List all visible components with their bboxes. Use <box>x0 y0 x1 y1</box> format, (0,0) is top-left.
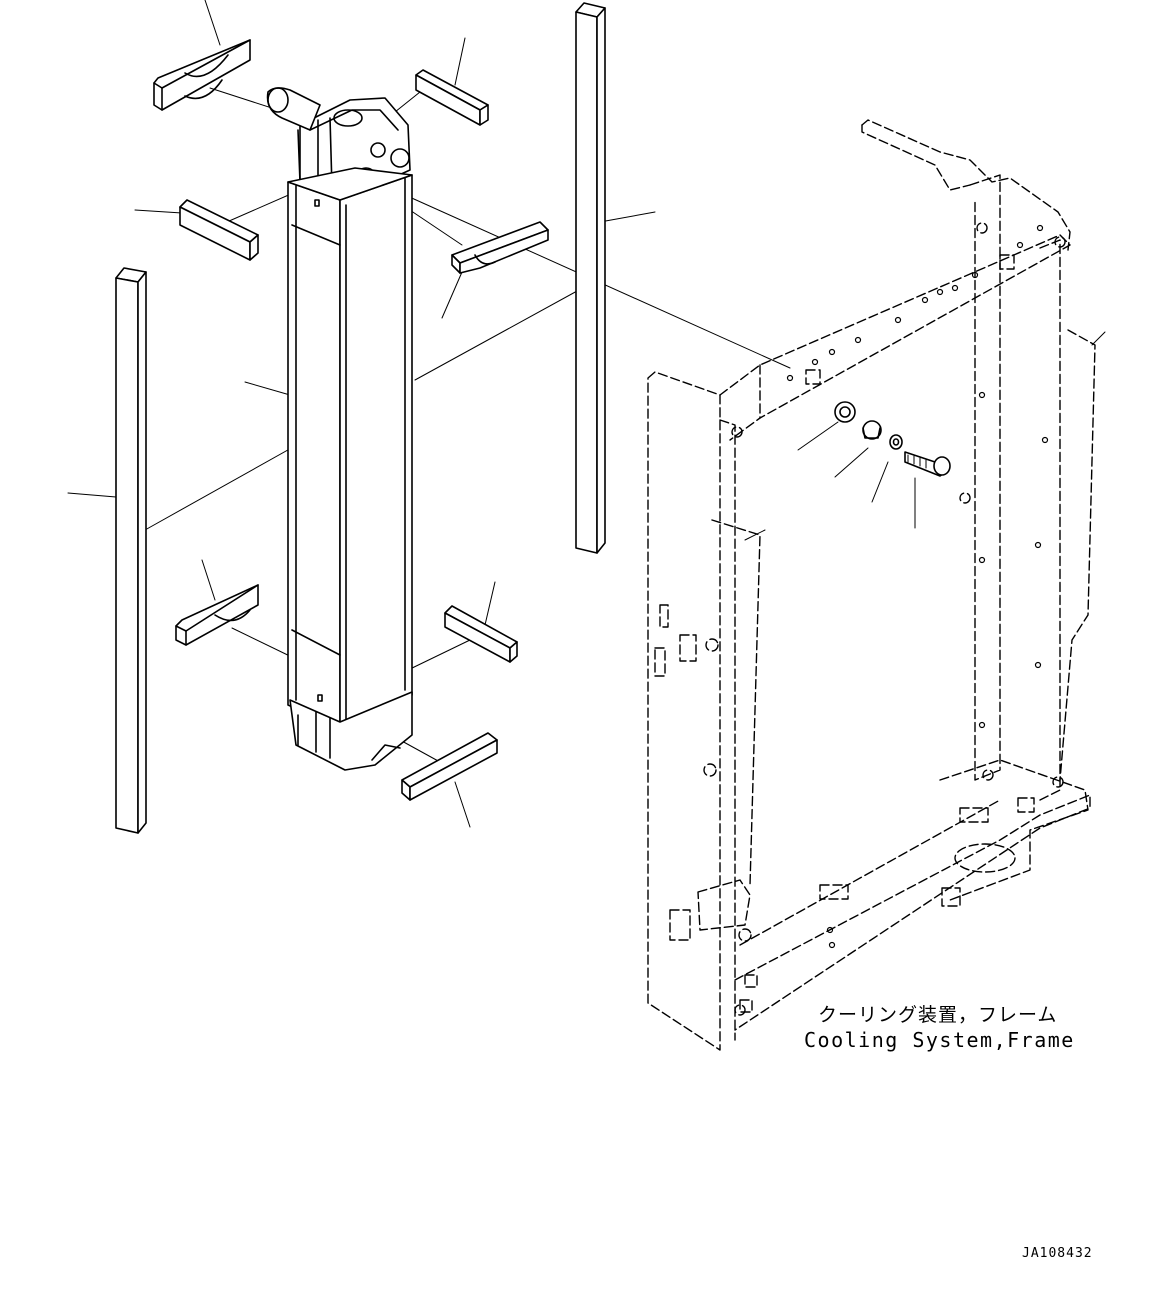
rubber-strip-left <box>116 268 146 833</box>
rubber-strip-right <box>576 3 605 553</box>
reference-label-japanese: クーリング装置，フレーム <box>818 1004 1058 1026</box>
leader-lines <box>68 0 1105 827</box>
mounting-hardware <box>835 402 950 476</box>
saddle-block-bottom-left <box>176 585 258 645</box>
drawing-id: JA108432 <box>1022 1246 1093 1261</box>
frame-small-holes <box>788 226 1048 948</box>
cooling-system-frame <box>648 120 1095 1050</box>
reference-label-english: Cooling System,Frame <box>804 1028 1075 1052</box>
saddle-block-top-left <box>154 40 250 110</box>
aftercooler-core <box>268 88 412 770</box>
flat-block-bottom-lower <box>402 733 497 800</box>
notched-block-mid-right <box>452 222 548 273</box>
flat-block-top-right <box>416 70 488 125</box>
flat-block-mid-left <box>180 200 258 260</box>
flat-block-bottom-right <box>445 606 517 662</box>
